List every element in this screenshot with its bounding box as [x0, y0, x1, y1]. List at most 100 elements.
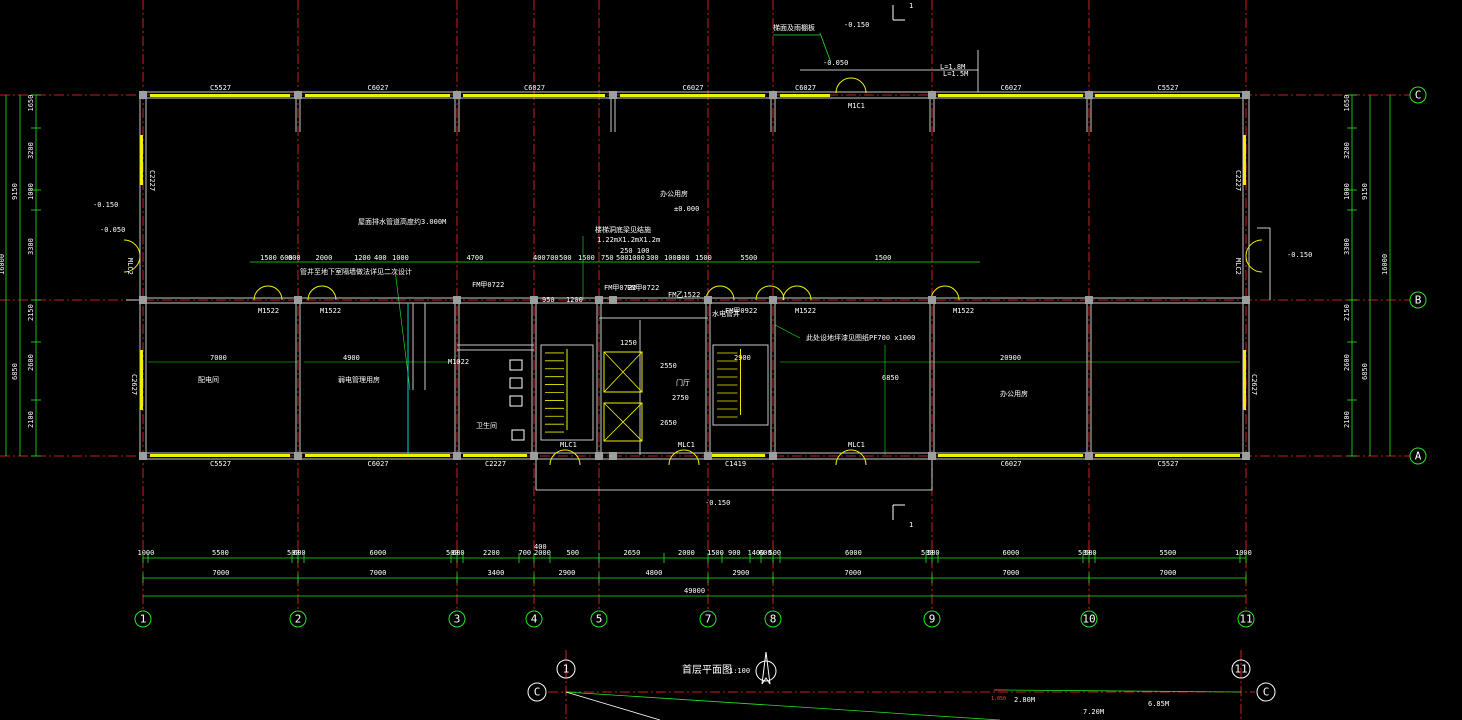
toilet-fixture	[511, 429, 525, 441]
door-label-interior: M1522	[258, 307, 279, 315]
axis-label-8: 8	[770, 613, 777, 626]
dim-text: 20900	[1000, 354, 1021, 362]
window-label: C2227	[1234, 170, 1242, 191]
axis-label-bottom: 1	[563, 663, 570, 676]
dim-text: 4700	[467, 254, 484, 262]
dim-total-right: 16000	[1381, 254, 1389, 275]
column	[928, 296, 936, 304]
axis-bubble	[1231, 659, 1251, 679]
dim-text: 9150	[11, 183, 19, 200]
door-label-interior: FM甲0722	[627, 284, 659, 292]
leader	[819, 32, 831, 61]
annotations: -0.150 -0.050 -0.150 -0.050 -0.150 -0.15…	[93, 2, 1312, 716]
window-label: C6027	[795, 84, 816, 92]
window	[463, 454, 527, 457]
bottom-d1: 2.80M	[1014, 696, 1035, 704]
window-label: C6027	[1001, 84, 1022, 92]
dim-text: 5500	[212, 549, 229, 557]
columns	[139, 91, 1250, 460]
door	[321, 285, 337, 301]
window	[305, 454, 450, 457]
column	[1242, 296, 1250, 304]
dim-text: 750	[601, 254, 614, 262]
dim-total-left: 16000	[0, 254, 6, 275]
column	[609, 91, 617, 99]
window-label: C2227	[485, 460, 506, 468]
window-label: C2627	[130, 374, 138, 395]
dim-text: 2600	[1343, 354, 1351, 371]
dim-text: 600	[280, 254, 293, 262]
dim-text: 950	[542, 296, 555, 304]
column	[453, 452, 461, 460]
size-text: 1.22mX1.2mX1.2m	[597, 236, 660, 244]
elevation-entry: -0.050	[823, 59, 848, 67]
axis-bubble	[923, 610, 941, 628]
dim-text: 1000	[1343, 183, 1351, 200]
column	[769, 91, 777, 99]
dim-text: 3200	[27, 142, 35, 159]
drawing-title: 首层平面图	[682, 663, 732, 676]
axis-bubble	[764, 610, 782, 628]
column	[453, 296, 461, 304]
axis-bubble	[1237, 610, 1255, 628]
door-label-interior: FM乙1522	[668, 291, 700, 299]
dim-text: 1000	[138, 549, 155, 557]
column	[769, 296, 777, 304]
window	[305, 94, 450, 97]
dim-text: 500	[927, 549, 940, 557]
door-right	[1245, 239, 1263, 273]
dim-text: 1000	[628, 254, 645, 262]
dim-text: 6000	[845, 549, 862, 557]
column	[1242, 452, 1250, 460]
north-arrow-icon	[755, 651, 777, 685]
elevation-right: -0.150	[1287, 251, 1312, 259]
dim-text: 700	[519, 549, 532, 557]
dim-text: 1500	[260, 254, 277, 262]
door-label-left: MLC2	[126, 258, 134, 275]
dim-text: 2600	[27, 354, 35, 371]
axis-label-1: 1	[140, 613, 147, 626]
door	[944, 285, 960, 301]
door	[782, 285, 798, 301]
dim-text: 1000	[27, 183, 35, 200]
dim-top-right2: L=1.5M	[943, 70, 968, 78]
window-label: C6027	[683, 84, 704, 92]
column	[139, 91, 147, 99]
dim-text: 1000	[1235, 549, 1252, 557]
door-label-interior: FM甲0922	[725, 307, 757, 315]
bottom-d2: 7.20M	[1083, 708, 1104, 716]
elevator-shaft	[603, 402, 643, 442]
section-mark-top: 1	[909, 2, 913, 10]
window-label: C2227	[148, 170, 156, 191]
elevator-x	[603, 402, 643, 442]
door	[564, 449, 581, 466]
axis-label-11: 11	[1239, 613, 1252, 626]
dim-text: 500	[1084, 549, 1097, 557]
axis-bubble	[1409, 86, 1427, 104]
stairs	[509, 344, 769, 442]
window-label: C6027	[524, 84, 545, 92]
axis-label-bottom: 11	[1234, 663, 1247, 676]
window-label: C2627	[1250, 374, 1258, 395]
room-2: 弱电管理用房	[338, 375, 380, 384]
dim-text: 600	[759, 549, 772, 557]
dim-text: 400	[374, 254, 387, 262]
roof-line	[565, 691, 661, 720]
column	[294, 452, 302, 460]
door-label-entry: MLC1	[678, 441, 695, 449]
axis-label-A: A	[1415, 450, 1422, 463]
door-label-main: M1C1	[848, 102, 865, 110]
axis-bubble	[556, 659, 576, 679]
walls	[139, 91, 1250, 460]
dim-text: 2100	[1343, 411, 1351, 428]
dim-text: 1500	[695, 254, 712, 262]
window	[705, 454, 765, 457]
column	[769, 452, 777, 460]
dim-text: 5500	[741, 254, 758, 262]
axis-bubble	[525, 610, 543, 628]
stair-outline	[712, 344, 769, 426]
column	[1085, 452, 1093, 460]
door	[267, 285, 283, 301]
axis-label-2: 2	[295, 613, 302, 626]
